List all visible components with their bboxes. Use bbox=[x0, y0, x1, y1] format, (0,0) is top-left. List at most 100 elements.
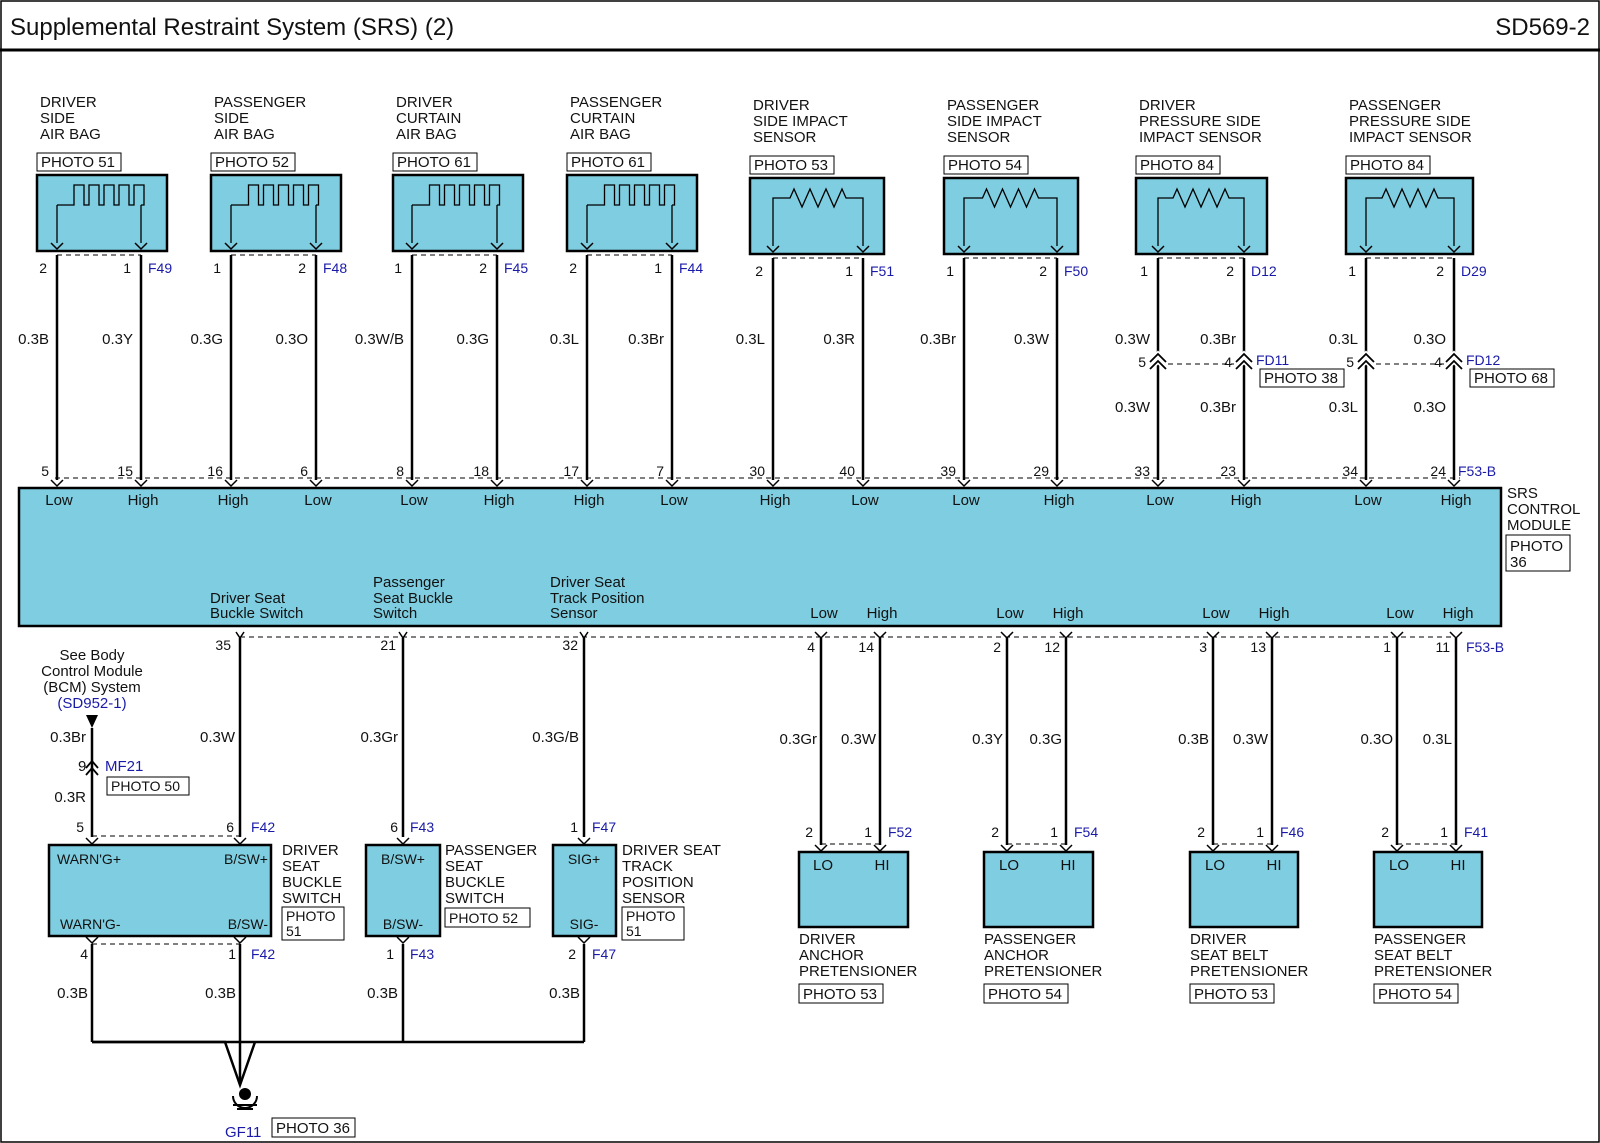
component-body[interactable] bbox=[748, 176, 886, 256]
driver-buckle-switch-body[interactable] bbox=[47, 843, 273, 938]
component-body[interactable] bbox=[35, 173, 169, 253]
component-name: SEAT BELT bbox=[1190, 947, 1268, 964]
photo-box[interactable] bbox=[1469, 368, 1555, 388]
wire-color: 0.3B bbox=[1178, 731, 1209, 748]
photo-box[interactable] bbox=[271, 1117, 356, 1138]
photo-box[interactable] bbox=[1345, 155, 1431, 175]
track-sensor-body[interactable] bbox=[551, 843, 618, 938]
wire-color: 0.3R bbox=[823, 331, 855, 348]
pretensioner-body[interactable] bbox=[1188, 850, 1300, 929]
component-name: PASSENGER bbox=[984, 931, 1076, 948]
photo-label: PHOTO 52 bbox=[215, 154, 289, 171]
wire-color: 0.3R bbox=[54, 789, 86, 806]
module-photo-label: 36 bbox=[1510, 554, 1527, 571]
connector-id: F45 bbox=[504, 260, 528, 276]
terminal-icon bbox=[1237, 479, 1251, 488]
photo-box[interactable] bbox=[36, 152, 122, 172]
photo-label: PHOTO 38 bbox=[1264, 370, 1338, 387]
component-body[interactable] bbox=[1134, 176, 1269, 256]
module-label-driver-buckle: Buckle Switch bbox=[210, 605, 303, 622]
component-body[interactable] bbox=[565, 173, 699, 253]
wire-color: 0.3Gr bbox=[360, 729, 398, 746]
component-body[interactable] bbox=[391, 173, 525, 253]
component-body[interactable] bbox=[942, 176, 1080, 256]
photo-box[interactable] bbox=[1189, 983, 1275, 1004]
terminal-label: SIG+ bbox=[568, 851, 600, 867]
bcm-reference: See Body Control Module (BCM) System (SD… bbox=[41, 647, 190, 837]
component-name: BUCKLE bbox=[445, 874, 505, 891]
photo-box[interactable] bbox=[983, 983, 1069, 1004]
photo-box[interactable] bbox=[444, 907, 531, 928]
pin-number: 1 bbox=[394, 260, 402, 276]
wire-color: 0.3Y bbox=[102, 331, 133, 348]
pin-number: 2 bbox=[39, 260, 47, 276]
pin-number: 6 bbox=[226, 819, 234, 835]
module-photo-box[interactable] bbox=[1505, 534, 1571, 572]
wire-color: 0.3B bbox=[367, 985, 398, 1002]
pin-number: 2 bbox=[479, 260, 487, 276]
module-terminal-label: High bbox=[218, 492, 249, 509]
connector-id: F48 bbox=[323, 260, 347, 276]
pretensioner-body[interactable] bbox=[982, 850, 1095, 929]
connector-id: F42 bbox=[251, 819, 275, 835]
wire-color: 0.3W bbox=[1115, 399, 1151, 416]
module-label-track-sensor: Driver Seat bbox=[550, 574, 626, 591]
photo-box[interactable] bbox=[210, 152, 296, 172]
resistor-icon bbox=[772, 187, 864, 209]
inline-connector-icon bbox=[1149, 352, 1167, 370]
connector-id: FD11 bbox=[1256, 352, 1289, 368]
module-terminal-label: High bbox=[1231, 492, 1262, 509]
srs-control-module[interactable] bbox=[17, 486, 1503, 628]
photo-box[interactable] bbox=[566, 152, 652, 172]
photo-box[interactable] bbox=[281, 906, 345, 941]
photo-box[interactable] bbox=[943, 155, 1029, 175]
connector-id: F44 bbox=[679, 260, 703, 276]
photo-box[interactable] bbox=[106, 776, 190, 796]
terminal-icon bbox=[957, 479, 971, 488]
wire-color: 0.3B bbox=[18, 331, 49, 348]
pin-number: 12 bbox=[1044, 639, 1060, 655]
photo-box[interactable] bbox=[1373, 983, 1459, 1004]
pin-number: 39 bbox=[940, 463, 956, 479]
component-body[interactable] bbox=[209, 173, 343, 253]
photo-box[interactable] bbox=[1259, 368, 1345, 388]
photo-box[interactable] bbox=[621, 906, 685, 941]
terminal-icon bbox=[50, 242, 64, 251]
pin-number: 2 bbox=[1381, 824, 1389, 840]
component-name: DRIVER bbox=[282, 842, 339, 859]
pin-number: 2 bbox=[993, 639, 1001, 655]
photo-box[interactable] bbox=[392, 152, 478, 172]
module-bottom-connector: F53-B bbox=[1466, 639, 1504, 655]
pretensioner-body[interactable] bbox=[1372, 850, 1484, 929]
photo-label: PHOTO 84 bbox=[1350, 157, 1424, 174]
passenger-buckle-switch-body[interactable] bbox=[364, 843, 442, 938]
terminal-icon bbox=[405, 479, 419, 488]
bcm-ref-link[interactable]: (SD952-1) bbox=[57, 695, 126, 712]
wire-color: 0.3L bbox=[736, 331, 765, 348]
terminal-label: LO bbox=[1389, 857, 1409, 874]
pin-number: 33 bbox=[1134, 463, 1150, 479]
page-title: Supplemental Restraint System (SRS) (2) bbox=[10, 14, 454, 41]
terminal-label: WARN'G+ bbox=[57, 851, 121, 867]
component-body[interactable] bbox=[1344, 176, 1475, 256]
photo-box[interactable] bbox=[798, 983, 884, 1004]
pin-number: 1 bbox=[1256, 824, 1264, 840]
pretensioner-body[interactable] bbox=[797, 850, 910, 929]
photo-box[interactable] bbox=[749, 155, 835, 175]
terminal-icon bbox=[856, 245, 870, 254]
module-terminal-label: Low bbox=[810, 605, 838, 622]
wire-color: 0.3Br bbox=[1200, 331, 1236, 348]
photo-box[interactable] bbox=[1135, 155, 1221, 175]
